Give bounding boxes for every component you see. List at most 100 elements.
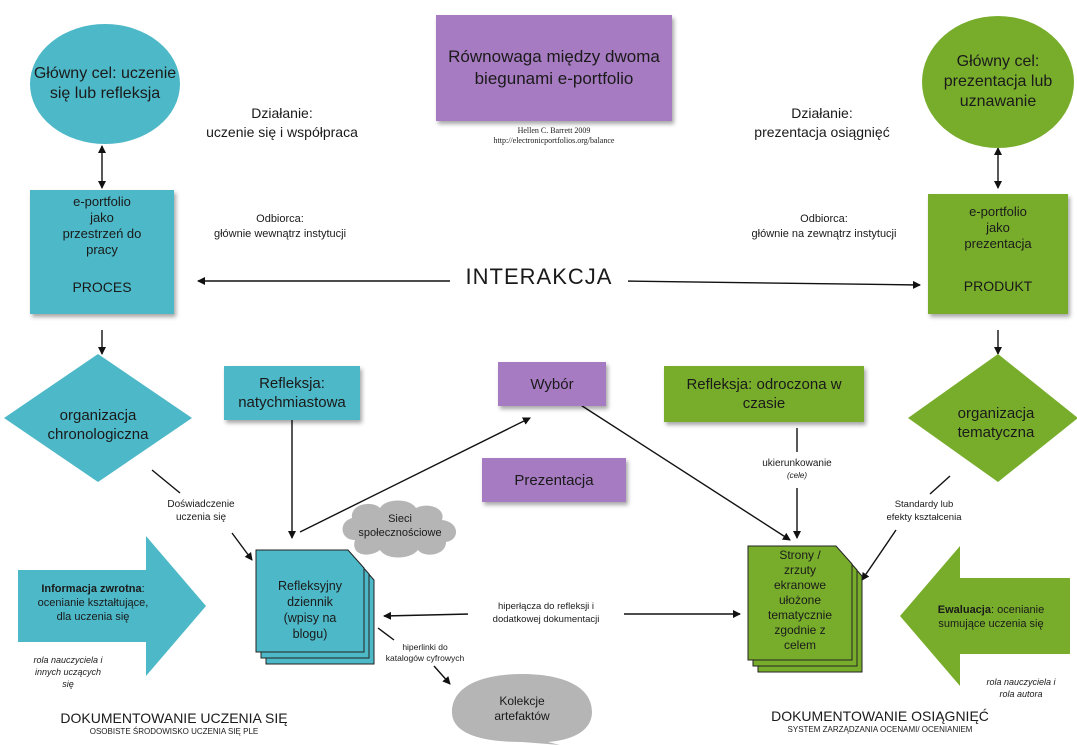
evaluation-rest: : ocenianie (990, 604, 1045, 616)
evaluation-arrow-shape (900, 546, 1070, 686)
arrow-hyperlink (383, 611, 471, 620)
journal-text: Refleksyjny dziennik (wpisy na blogu) (256, 578, 364, 642)
organization-left-line-2: chronologiczna (47, 426, 149, 443)
experience-line-1: Doświadczenie (167, 499, 235, 510)
pages-line-5: tematycznie (767, 608, 833, 622)
feedback-arrow-shape (18, 536, 206, 676)
organization-chronological-text: organizacja chronologiczna (20, 406, 176, 444)
arrow-interaction-right (619, 280, 921, 289)
standards-line-1: Standardy lub (894, 499, 954, 510)
standards-label: Standardy lub efekty kształcenia (868, 498, 980, 524)
selection-label: Wybór (530, 375, 574, 393)
action-left-text: Działanie: uczenie się i współpraca (172, 104, 392, 142)
journal-line-1: Refleksyjny (278, 579, 342, 593)
goal-right-line-1: Główny cel: (956, 53, 1040, 70)
footer-left-title: DOKUMENTOWANIE UCZENIA SIĘ (60, 710, 288, 726)
action-right-line-1: Działanie: (791, 105, 853, 121)
showcase-line-3: prezentacja (964, 236, 1032, 251)
organization-left-line-1: organizacja (59, 407, 137, 424)
citation-author: Hellen C. Barrett 2009 (517, 126, 591, 135)
reflection-right-line-1: Refleksja: (686, 376, 753, 393)
pages-text: Strony / zrzuty ekranowe ułożone tematyc… (748, 548, 852, 653)
pages-line-4: ułożone (778, 593, 822, 607)
journal-line-3: (wpisy na (283, 611, 337, 625)
audience-right-line-1: Odbiorca: (800, 213, 848, 225)
direction-line: ukierunkowanie (762, 458, 832, 469)
selection-box: Wybór (498, 362, 606, 406)
arrow-chrono-journal (231, 532, 253, 561)
arrow-journal-selection (299, 417, 531, 533)
citation-url: http://electronicportfolios.org/balance (493, 136, 615, 145)
showcase-line-2: jako (986, 220, 1010, 235)
pages-line-3: ekranowe (773, 578, 827, 592)
footer-right-subtitle: SYSTEM ZARZĄDZANIA OCENAMI/ OCENIANIEM (787, 725, 973, 734)
organization-right-line-2: tematyczna (957, 424, 1035, 441)
organization-thematic-text: organizacja tematyczna (916, 404, 1076, 442)
standards-line-2: efekty kształcenia (886, 512, 962, 523)
reflection-left-line-2: natychmiastowa (238, 394, 346, 411)
workspace-line-2: jako (90, 210, 114, 225)
social-cloud-shape (342, 500, 457, 558)
organization-right-line-1: organizacja (957, 405, 1035, 422)
links-line-1: hiperlinki do (402, 642, 448, 652)
arrow-selection-pages (575, 401, 791, 541)
workspace-tag: PROCES (72, 279, 132, 295)
role-left-line-2: innych uczących (34, 667, 102, 677)
evaluation-bold: Ewaluacja (937, 604, 991, 616)
pages-line-7: celem (783, 638, 816, 652)
workspace-box: e-portfolio jako przestrzeń do pracy PRO… (30, 190, 174, 314)
role-right-line-2: rola autora (999, 689, 1043, 699)
experience-line-2: uczenia się (175, 512, 227, 523)
evaluation-text: Ewaluacja: ocenianie sumujące uczenia si… (916, 603, 1066, 631)
experience-label: Doświadczenie uczenia się (146, 498, 256, 524)
reflection-immediate-box: Refleksja: natychmiastowa (224, 366, 360, 420)
footer-left: DOKUMENTOWANIE UCZENIA SIĘ OSOBISTE ŚROD… (24, 710, 324, 737)
balance-title-box: Równowaga między dwoma biegunami e-portf… (436, 15, 672, 121)
journal-line-2: dziennik (287, 595, 333, 609)
feedback-line-2: dla uczenia się (56, 611, 130, 623)
feedback-line-1: ocenianie kształtujące, (37, 597, 149, 609)
arrow-links-collection (433, 665, 451, 685)
workspace-line-3: przestrzeń do (62, 226, 142, 241)
arrow-standards-pages (861, 529, 897, 581)
goal-right-line-4: uznawanie (959, 93, 1037, 110)
action-right-line-2: prezentacja osiągnięć (754, 124, 890, 140)
arrow-links-top (377, 627, 395, 641)
role-left-line-1: rola nauczyciela i (33, 655, 103, 665)
links-label: hiperlinki do katalogów cyfrowych (370, 642, 480, 664)
pages-line-6: zgodnie z (774, 623, 826, 637)
audience-left-line-1: Odbiorca: (256, 213, 304, 225)
goal-left-line-1: Główny cel: (33, 65, 117, 82)
action-left-line-1: Działanie: (251, 105, 313, 121)
goal-right-line-3: lub (1030, 73, 1053, 90)
balance-title-line-3: e-portfolio (557, 69, 634, 88)
journal-document-stack (255, 549, 375, 665)
hyperlink-line-1: hiperłącza do refleksji i (497, 601, 595, 612)
social-line-2: społecznościowe (358, 527, 442, 539)
feedback-bold: Informacja zwrotna (41, 583, 142, 595)
diamond-chronological (4, 354, 192, 482)
showcase-box: e-portfolio jako prezentacja PRODUKT (928, 194, 1068, 314)
citation: Hellen C. Barrett 2009 http://electronic… (436, 126, 672, 146)
journal-line-4: blogu) (292, 627, 328, 641)
reflection-right-line-2: odroczona w czasie (742, 376, 842, 412)
social-line-1: Sieci (388, 513, 412, 525)
goal-right-oval: Główny cel: prezentacja lub uznawanie (922, 16, 1074, 148)
links-line-2: katalogów cyfrowych (385, 653, 465, 663)
audience-left-line-2: głównie wewnątrz instytucji (213, 228, 347, 240)
hyperlink-label: hiperłącza do refleksji i dodatkowej dok… (468, 600, 624, 626)
audience-right-line-2: głównie na zewnątrz instytucji (751, 228, 897, 240)
audience-left-text: Odbiorca: głównie wewnątrz instytucji (180, 212, 380, 242)
feedback-colon: : (141, 583, 145, 595)
role-right-text: rola nauczyciela i rola autora (968, 676, 1074, 700)
action-left-line-2: uczenie się i współpraca (206, 124, 358, 140)
goal-right-line-2: prezentacja (943, 73, 1027, 90)
collection-line-2: artefaktów (494, 709, 550, 723)
balance-title-line-2: dwoma biegunami (474, 47, 660, 88)
goal-left-line-2: uczenie się (49, 65, 177, 102)
role-left-text: rola nauczyciela i innych uczących się (10, 654, 126, 690)
collection-text: Kolekcje artefaktów (462, 694, 582, 724)
role-right-line-1: rola nauczyciela i (986, 677, 1056, 687)
feedback-text: Informacja zwrotna: ocenianie kształtują… (18, 582, 168, 624)
